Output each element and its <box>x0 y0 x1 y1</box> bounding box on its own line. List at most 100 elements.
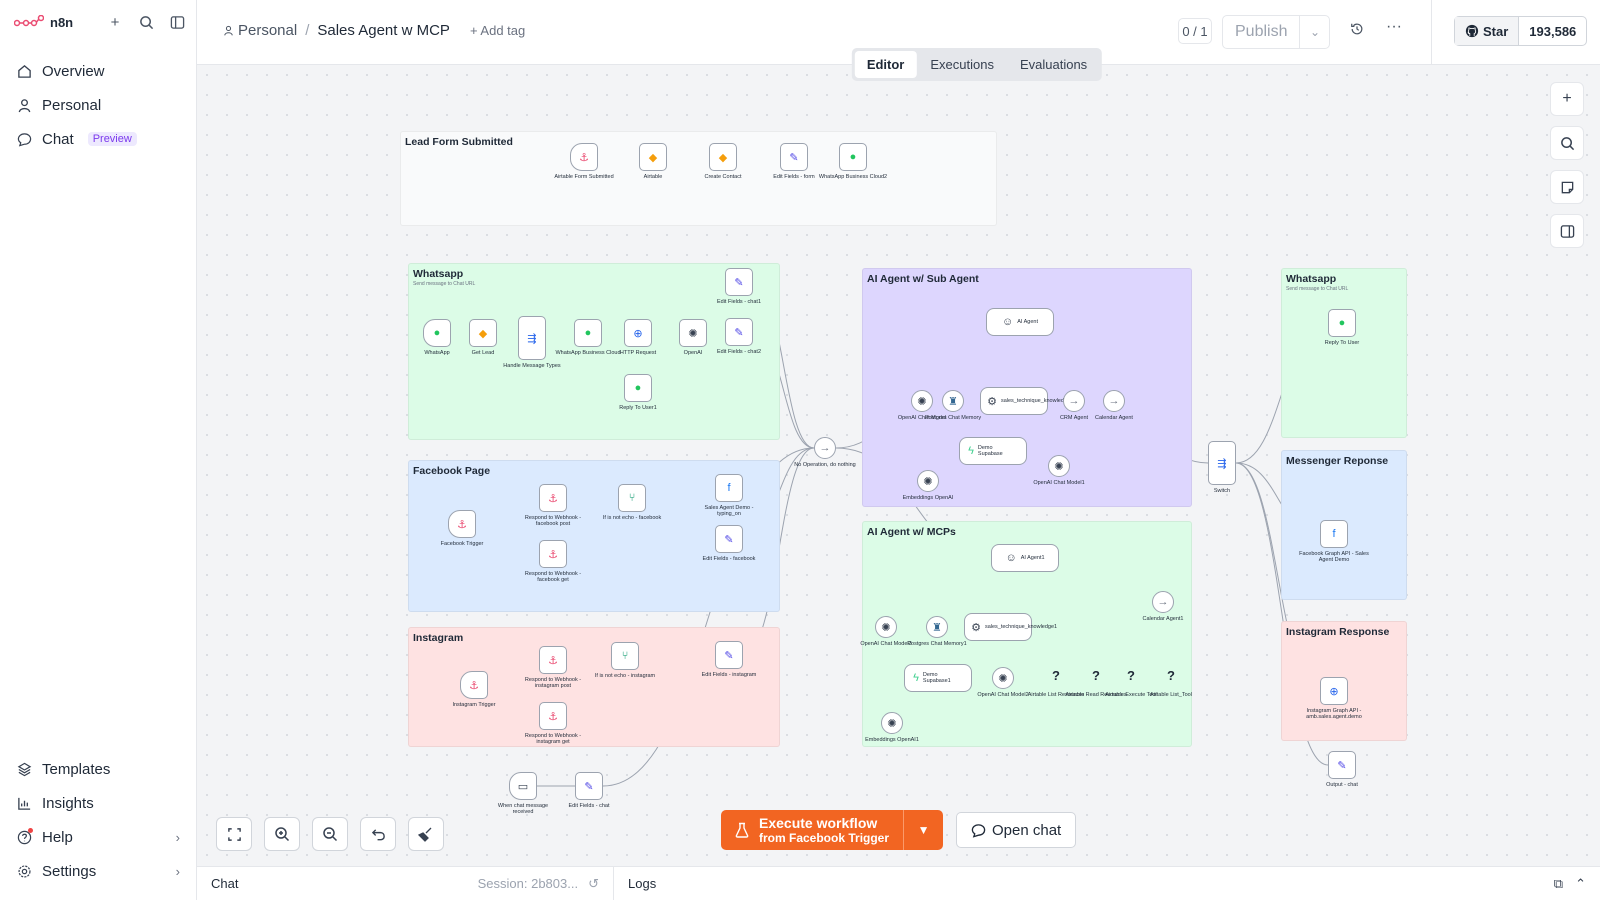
sidebar-item-help[interactable]: Help › <box>0 820 196 854</box>
workflow-node[interactable]: ⚓ <box>570 143 598 171</box>
add-tag-button[interactable]: + Add tag <box>469 23 526 38</box>
workflow-node[interactable]: ✺ <box>1048 455 1070 477</box>
sidebar-item-insights[interactable]: Insights <box>0 786 196 820</box>
workflow-node[interactable]: ✎ <box>575 772 603 800</box>
zoom-out-button[interactable] <box>312 817 348 851</box>
workflow-node[interactable]: → <box>1152 591 1174 613</box>
question-icon: ? <box>1167 667 1175 683</box>
search-nodes-button[interactable] <box>1550 126 1584 160</box>
workflow-node[interactable]: ◆ <box>469 319 497 347</box>
workflow-node[interactable]: ● <box>1328 309 1356 337</box>
workflow-node[interactable]: ? <box>1119 661 1143 689</box>
execute-workflow-button[interactable]: Execute workflow from Facebook Trigger <box>721 810 904 850</box>
toggle-panel-button[interactable] <box>1550 214 1584 248</box>
workflow-node[interactable]: ✺ <box>881 712 903 734</box>
workflow-node[interactable]: → <box>1063 390 1085 412</box>
workflow-node[interactable]: ⚓ <box>539 540 567 568</box>
workflow-node[interactable]: ● <box>839 143 867 171</box>
workflow-node[interactable]: ✎ <box>715 525 743 553</box>
workflow-node[interactable]: ◆ <box>639 143 667 171</box>
workflow-node[interactable]: ⑂ <box>611 642 639 670</box>
tab-executions[interactable]: Executions <box>930 57 994 72</box>
sidebar-item-settings[interactable]: Settings › <box>0 854 196 888</box>
sidebar-item-personal[interactable]: Personal <box>0 88 196 122</box>
workflow-node[interactable]: ? <box>1159 661 1183 689</box>
workflow-node[interactable]: ☺AI Agent1 <box>991 544 1059 572</box>
workflow-node[interactable]: ✎ <box>1328 751 1356 779</box>
workflow-node[interactable]: ▭ <box>509 772 537 800</box>
workflow-node[interactable]: ● <box>574 319 602 347</box>
workflow-node[interactable]: ⚓ <box>539 702 567 730</box>
github-star-widget[interactable]: Star 193,586 <box>1454 16 1588 46</box>
workflow-node[interactable]: → <box>814 437 836 459</box>
workflow-node[interactable]: ♜ <box>942 390 964 412</box>
workflow-node[interactable]: ✎ <box>715 641 743 669</box>
workflow-node[interactable]: ✺ <box>911 390 933 412</box>
popout-icon[interactable]: ⧉ <box>1553 875 1564 891</box>
workflow-node[interactable]: ✺ <box>992 667 1014 689</box>
workflow-node[interactable]: ◆ <box>709 143 737 171</box>
n8n-logo[interactable]: n8n <box>14 15 73 30</box>
workflow-node[interactable]: ☺AI Agent <box>986 308 1054 336</box>
logs-panel-header[interactable]: Logs ⧉ ⌃ <box>614 867 1600 900</box>
chevron-down-icon[interactable]: ⌄ <box>1299 16 1329 48</box>
sidebar-item-templates[interactable]: Templates <box>0 752 196 786</box>
workflow-node[interactable]: ⚓ <box>460 671 488 699</box>
workflow-node[interactable]: f <box>1320 520 1348 548</box>
fit-view-button[interactable] <box>216 817 252 851</box>
publish-button[interactable]: Publish <box>1235 23 1288 40</box>
history-icon[interactable] <box>1350 22 1364 39</box>
workflow-node[interactable]: ● <box>624 374 652 402</box>
workflow-node[interactable]: ✺ <box>679 319 707 347</box>
workflow-node[interactable]: ✺ <box>917 470 939 492</box>
plus-icon[interactable]: + <box>110 13 120 31</box>
workflow-node[interactable]: ⚙sales_technique_knowledge1 <box>964 613 1057 641</box>
chevron-up-icon[interactable]: ⌃ <box>1575 875 1586 891</box>
reset-session-icon[interactable]: ↺ <box>588 875 599 891</box>
zoom-in-button[interactable] <box>264 817 300 851</box>
workflow-node[interactable]: ⇶ <box>1208 441 1236 485</box>
workflow-node[interactable]: ? <box>1044 661 1068 689</box>
workflow-title[interactable]: Sales Agent w MCP <box>317 22 450 39</box>
workflow-node[interactable]: ⑂ <box>618 484 646 512</box>
sidebar-item-overview[interactable]: Overview <box>0 54 196 88</box>
workflow-node[interactable]: ✎ <box>780 143 808 171</box>
search-icon[interactable] <box>137 13 155 31</box>
workflow-node[interactable]: ● <box>423 319 451 347</box>
workflow-node[interactable]: ♜ <box>926 616 948 638</box>
github-star-button[interactable]: Star <box>1455 17 1520 45</box>
workflow-node-label: OpenAI Chat Model3 <box>860 641 912 647</box>
workflow-node[interactable]: → <box>1103 390 1125 412</box>
workflow-node[interactable]: ✎ <box>725 268 753 296</box>
collapse-sidebar-icon[interactable] <box>168 13 186 31</box>
workflow-node[interactable]: ⚓ <box>539 484 567 512</box>
tab-editor[interactable]: Editor <box>854 51 917 78</box>
workflow-node[interactable]: f <box>715 474 743 502</box>
chevron-down-icon[interactable]: ▼ <box>903 810 944 850</box>
breadcrumb-project[interactable]: Personal <box>223 22 297 39</box>
workflow-node[interactable]: ✺ <box>875 616 897 638</box>
workflow-node[interactable]: ✎ <box>725 318 753 346</box>
add-node-button[interactable]: + <box>1550 82 1584 116</box>
workflow-node[interactable]: ⚓ <box>448 510 476 538</box>
tidy-up-button[interactable] <box>408 817 444 851</box>
open-chat-button[interactable]: Open chat <box>956 812 1077 848</box>
sticky-note-button[interactable] <box>1550 170 1584 204</box>
workflow-node[interactable]: ? <box>1084 661 1108 689</box>
workflow-node[interactable]: ⚓ <box>539 646 567 674</box>
sidebar-item-chat[interactable]: Chat Preview <box>0 122 196 156</box>
more-options-icon[interactable]: ··· <box>1386 18 1402 35</box>
undo-button[interactable] <box>360 817 396 851</box>
workflow-node[interactable]: ⇶ <box>518 316 546 360</box>
sticky-note[interactable]: Lead Form Submitted <box>400 131 997 226</box>
workflow-node[interactable]: ⊕ <box>1320 677 1348 705</box>
workflow-node[interactable]: ⚙sales_technique_knowledge <box>980 387 1070 415</box>
chat-panel-header[interactable]: Chat Session: 2b803... ↺ <box>197 867 614 900</box>
workflow-node[interactable]: ⊕ <box>624 319 652 347</box>
tab-evaluations[interactable]: Evaluations <box>1019 57 1088 72</box>
